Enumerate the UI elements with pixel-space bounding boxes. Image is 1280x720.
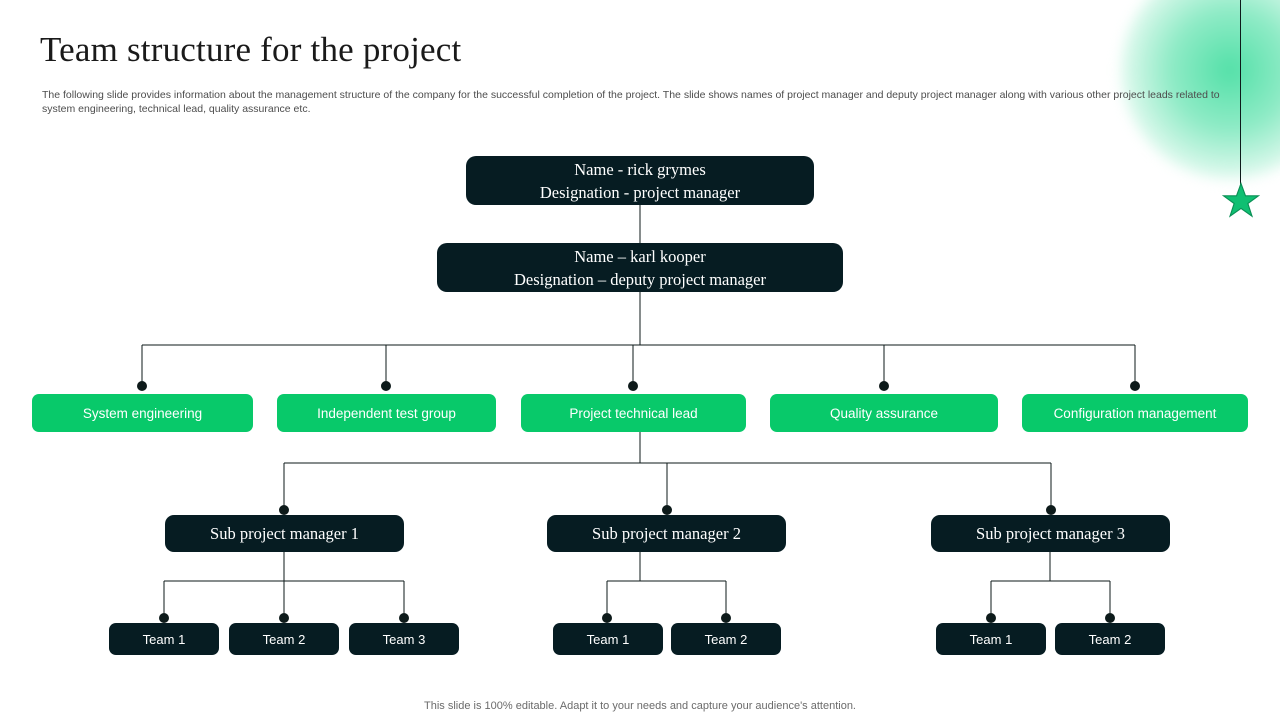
hanging-line-decoration	[1240, 0, 1241, 192]
node-label: System engineering	[82, 405, 203, 421]
node-label: Sub project manager 3	[976, 523, 1125, 543]
node-sub-project-manager-3[interactable]: Sub project manager 3	[931, 515, 1170, 552]
node-sub-project-manager-2[interactable]: Sub project manager 2	[547, 515, 786, 552]
node-lead-configuration-management[interactable]: Configuration management	[1022, 394, 1248, 432]
node-team-sub1-team-1[interactable]: Team 1	[109, 623, 219, 655]
slide-footer-note: This slide is 100% editable. Adapt it to…	[424, 700, 856, 712]
node-sub-project-manager-1[interactable]: Sub project manager 1	[165, 515, 404, 552]
node-label: Team 2	[1088, 631, 1132, 647]
node-project-manager[interactable]: Name - rick grymes Designation - project…	[466, 156, 814, 205]
node-team-sub2-team-2[interactable]: Team 2	[671, 623, 781, 655]
node-label: Team 1	[142, 631, 186, 647]
node-label: Sub project manager 1	[210, 523, 359, 543]
node-line-2: Designation – deputy project manager	[513, 269, 766, 289]
node-team-sub3-team-2[interactable]: Team 2	[1055, 623, 1165, 655]
node-label: Team 1	[969, 631, 1013, 647]
node-label: Quality assurance	[829, 405, 939, 421]
node-label: Project technical lead	[569, 405, 698, 421]
node-lead-system-engineering[interactable]: System engineering	[32, 394, 253, 432]
node-label: Team 1	[586, 631, 630, 647]
node-label: Team 3	[382, 631, 426, 647]
node-lead-quality-assurance[interactable]: Quality assurance	[770, 394, 998, 432]
node-label: Team 2	[704, 631, 748, 647]
node-team-sub1-team-3[interactable]: Team 3	[349, 623, 459, 655]
node-lead-project-technical-lead[interactable]: Project technical lead	[521, 394, 746, 432]
node-label: Sub project manager 2	[592, 523, 741, 543]
node-deputy-project-manager[interactable]: Name – karl kooper Designation – deputy …	[437, 243, 843, 292]
node-label: Independent test group	[317, 405, 456, 421]
page-subtitle: The following slide provides information…	[42, 89, 1220, 115]
node-lead-independent-test-group[interactable]: Independent test group	[277, 394, 496, 432]
node-line-2: Designation - project manager	[539, 182, 741, 202]
page-title: Team structure for the project	[40, 30, 462, 69]
node-team-sub3-team-1[interactable]: Team 1	[936, 623, 1046, 655]
node-line-1: Name - rick grymes	[574, 159, 706, 179]
node-label: Team 2	[262, 631, 306, 647]
node-label: Configuration management	[1053, 405, 1217, 421]
node-team-sub1-team-2[interactable]: Team 2	[229, 623, 339, 655]
star-icon	[1222, 182, 1260, 218]
node-line-1: Name – karl kooper	[574, 246, 706, 266]
node-team-sub2-team-1[interactable]: Team 1	[553, 623, 663, 655]
